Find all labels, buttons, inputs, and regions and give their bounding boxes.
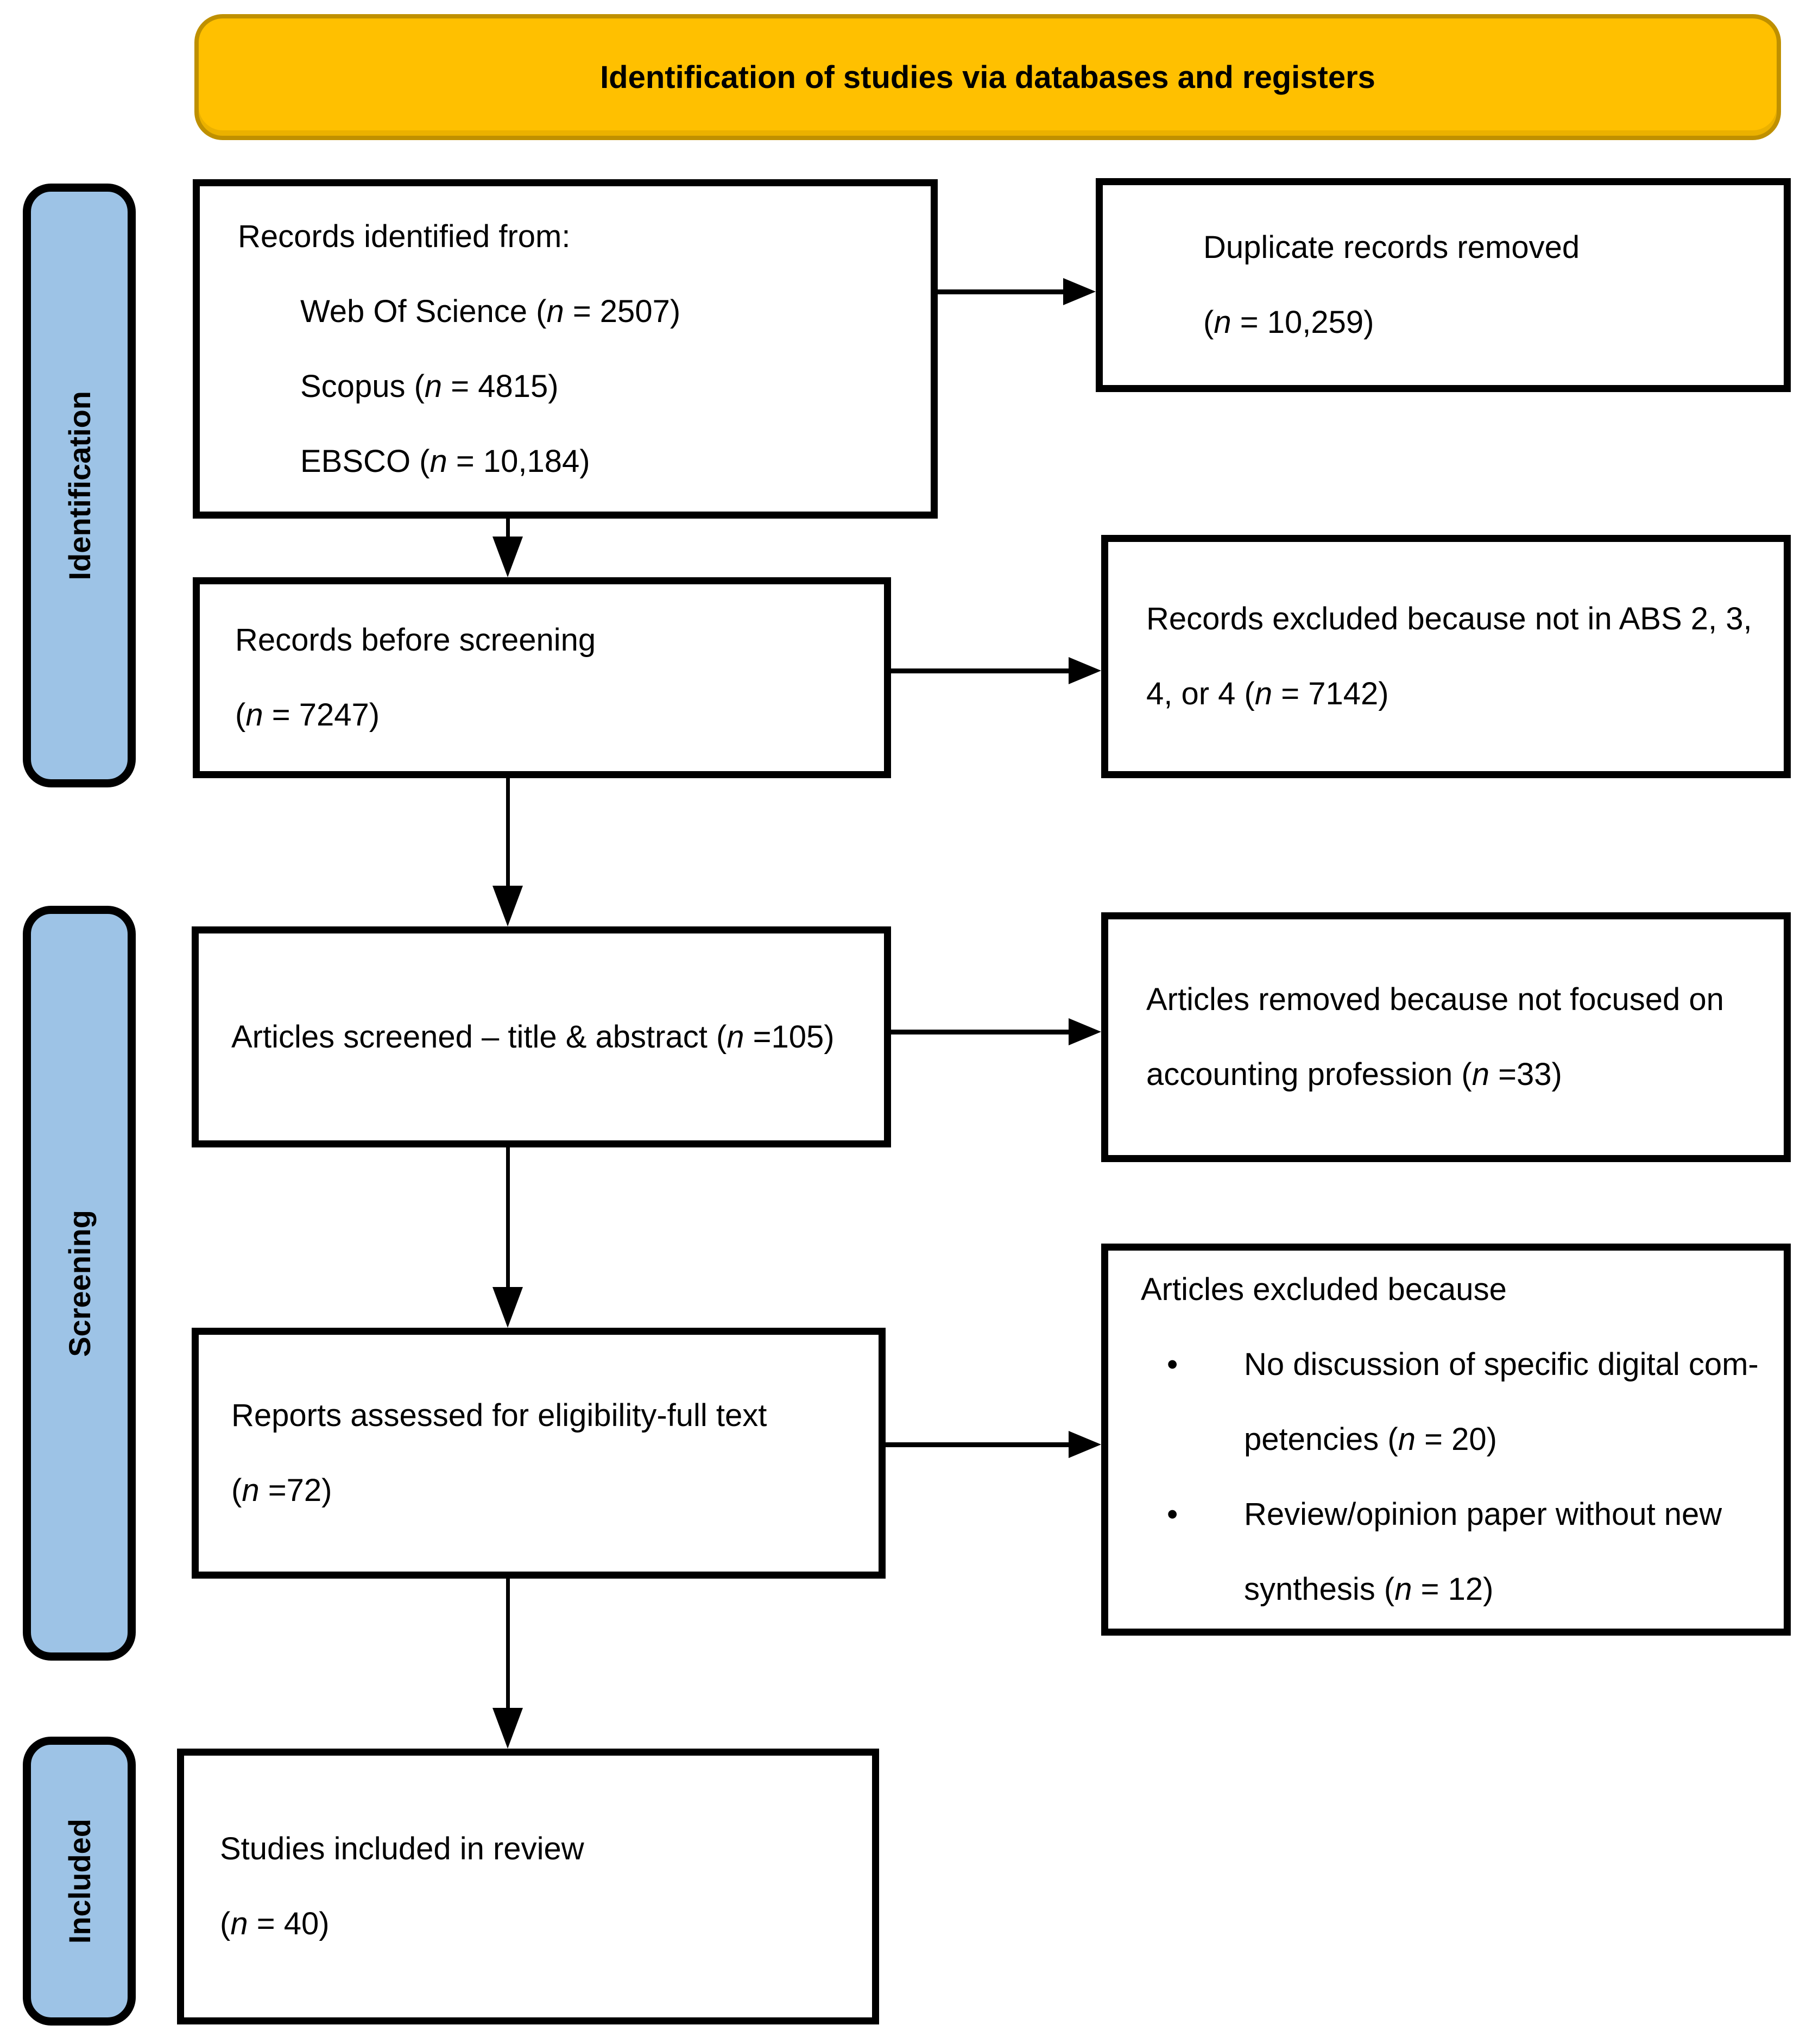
bullet-text: No discussion of specific digital com- [1244,1347,1759,1382]
arrow-screened-to-assessed [506,1147,510,1288]
arrow-assessed-to-excluded [886,1442,1069,1447]
box-text-line: Articles screened – title & abstract (n … [231,1019,835,1055]
arrowhead-down-icon [492,1708,523,1749]
stage-included-label: Included [62,1818,97,1944]
box-text-line: Scopus (n = 4815) [300,368,559,404]
bullet-item: • Review/opinion paper without new [1108,1477,1722,1552]
box-text-line: Records excluded because not in ABS 2, 3… [1146,601,1752,636]
bullet-icon: • [1167,1497,1178,1532]
box-text-line: Duplicate records removed [1203,230,1580,265]
box-text-line: Articles removed because not focused on [1146,982,1724,1017]
arrow-screened-to-removed [891,1030,1069,1034]
stage-identification-label: Identification [62,390,97,581]
bullet-item: • No discussion of specific digital com- [1108,1327,1759,1402]
box-text-line: (n = 40) [220,1906,330,1941]
arrowhead-right-icon [1069,1018,1101,1045]
box-text-line: (n = 10,259) [1203,305,1374,340]
arrow-assessed-to-included [506,1579,510,1709]
arrow-identified-to-duplicates [938,289,1064,294]
box-text-line: (n =72) [231,1473,332,1508]
bullet-item-continuation: petencies (n = 20) [1244,1422,1497,1457]
stage-screening: Screening [23,906,136,1661]
arrowhead-right-icon [1063,278,1096,305]
box-reports-assessed: Reports assessed for eligibility-full te… [192,1328,886,1579]
arrow-beforescreening-to-absexcluded [891,668,1069,673]
bullet-icon: • [1167,1347,1178,1382]
box-text-line: EBSCO (n = 10,184) [300,443,590,479]
box-text-line: 4, or 4 (n = 7142) [1146,676,1389,711]
box-text-line: (n = 7247) [235,697,380,733]
box-text-line: Articles excluded because [1141,1272,1507,1307]
box-records-identified: Records identified from: Web Of Science … [193,179,938,519]
arrow-beforescreening-to-screened [506,778,510,887]
box-studies-included: Studies included in review (n = 40) [177,1749,879,2024]
bullet-item-continuation: synthesis (n = 12) [1244,1572,1494,1607]
stage-screening-label: Screening [62,1209,97,1357]
diagram-title-banner: Identification of studies via databases … [194,14,1781,140]
box-text-line: Reports assessed for eligibility-full te… [231,1398,767,1433]
box-records-before-screening: Records before screening (n = 7247) [193,577,891,778]
box-text-line: Records before screening [235,622,596,658]
box-duplicates-removed: Duplicate records removed (n = 10,259) [1096,178,1791,392]
box-removed-not-focused: Articles removed because not focused on … [1101,912,1791,1162]
box-text-line: Web Of Science (n = 2507) [300,293,681,329]
diagram-title: Identification of studies via databases … [600,59,1375,95]
arrowhead-right-icon [1069,657,1101,684]
box-text-line: Records identified from: [238,218,571,254]
box-text-line: Studies included in review [220,1831,584,1866]
stage-included: Included [23,1737,136,2026]
bullet-text: Review/opinion paper without new [1244,1497,1722,1532]
stage-identification: Identification [23,184,136,787]
box-text-line: accounting profession (n =33) [1146,1057,1562,1092]
arrowhead-right-icon [1069,1431,1101,1458]
box-excluded-not-abs: Records excluded because not in ABS 2, 3… [1101,535,1791,778]
arrowhead-down-icon [492,1287,523,1328]
box-articles-excluded: Articles excluded because • No discussio… [1101,1244,1791,1636]
arrowhead-down-icon [492,537,523,577]
arrowhead-down-icon [492,886,523,926]
arrow-identified-to-beforescreening [506,519,510,538]
box-articles-screened: Articles screened – title & abstract (n … [192,926,891,1147]
